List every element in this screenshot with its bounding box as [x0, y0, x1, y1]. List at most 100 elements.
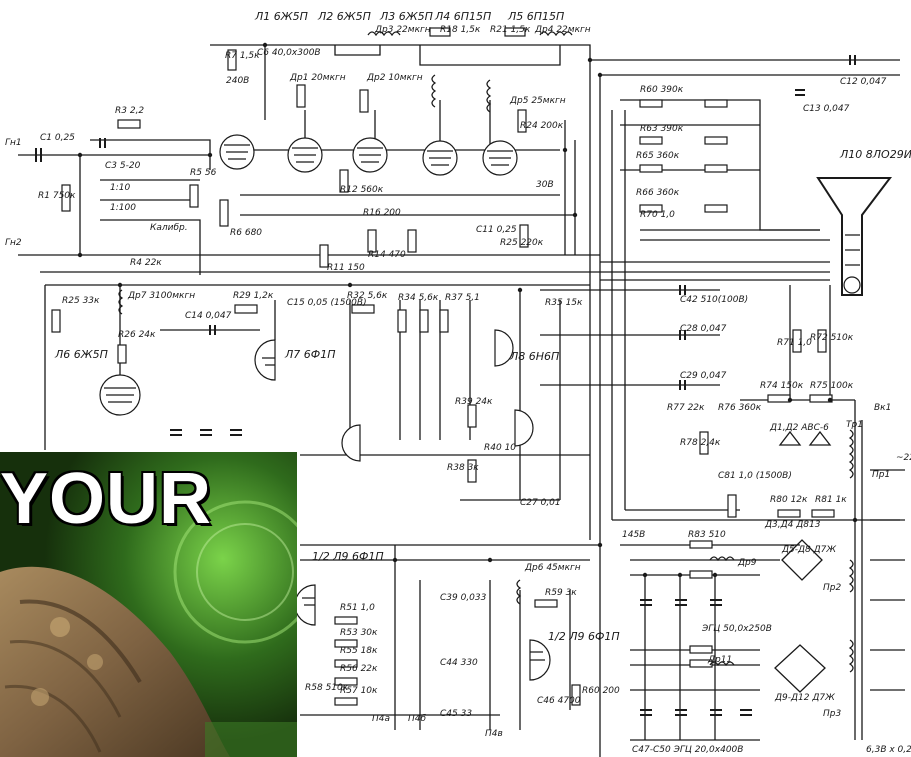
- lizard-picture: [0, 452, 297, 757]
- component-label: R26 24к: [118, 330, 156, 340]
- component-label: R78 2,4к: [680, 438, 721, 448]
- component-label: R1 750к: [38, 191, 76, 201]
- component-label: R59 3к: [545, 588, 577, 598]
- component-label: C39 0,033: [440, 593, 487, 603]
- component-label: Гн1: [5, 138, 22, 148]
- component-label: R53 30к: [340, 628, 378, 638]
- component-label: П4в: [485, 729, 503, 739]
- component-label: C42 510(100В): [680, 295, 748, 305]
- component-label: R81 1к: [815, 495, 847, 505]
- component-label: R18 1,5к: [440, 25, 481, 35]
- component-label: R32 5,6к: [347, 291, 388, 301]
- component-label: C47-C50 ЭГЦ 20,0х400В: [632, 745, 743, 755]
- component-label: R66 360к: [636, 188, 680, 198]
- component-label: Пр2: [823, 583, 841, 593]
- tube-l8-symbol: [341, 329, 534, 462]
- component-label: R38 3к: [447, 463, 479, 473]
- component-label: R74 150к: [760, 381, 804, 391]
- component-label: Др11: [707, 655, 732, 665]
- component-label: R29 1,2к: [233, 291, 274, 301]
- component-label: R56 22к: [340, 664, 378, 674]
- meme-caption: YOUR: [0, 459, 213, 539]
- component-label: C29 0,047: [680, 371, 727, 381]
- component-label: Пр1: [872, 470, 890, 480]
- component-label: Др3 22мкгн: [374, 25, 431, 35]
- tube-l6-symbol: [99, 374, 141, 416]
- component-label: Др2 10мкгн: [366, 73, 423, 83]
- component-label: R4 22к: [130, 258, 162, 268]
- component-label: C1 0,25: [40, 133, 75, 143]
- component-label: R63 390к: [640, 124, 684, 134]
- component-label: R12 560к: [340, 185, 384, 195]
- component-label: 6,3В х 0,28А: [866, 745, 911, 755]
- tube-l1-symbol: [219, 134, 255, 170]
- component-label: ЭГЦ 50,0х250В: [701, 624, 772, 634]
- component-label: R25 220к: [500, 238, 544, 248]
- component-label: R37 5,1: [445, 293, 480, 303]
- wiring: [18, 44, 905, 757]
- component-label: Др7 3100мкгн: [127, 291, 195, 301]
- component-label: R7 1,5к: [225, 51, 260, 61]
- tube-l2-label: Л2 6Ж5П: [317, 10, 371, 23]
- component-label: R55 18к: [340, 646, 378, 656]
- component-label: R3 2,2: [115, 106, 144, 116]
- component-label: R11 150: [327, 263, 365, 273]
- component-label: Др1 20мкгн: [289, 73, 346, 83]
- component-label: R60 390к: [640, 85, 684, 95]
- crt-label: Л10 8ЛО29И: [839, 148, 911, 161]
- component-label: Др9: [737, 558, 757, 568]
- component-label: R72 510к: [810, 333, 854, 343]
- component-label: R65 360к: [636, 151, 680, 161]
- component-label: R35 15к: [545, 298, 583, 308]
- component-label: Вк1: [874, 403, 891, 413]
- tube-l3-symbol: [352, 137, 388, 173]
- tube-l7-label: Л7 6Ф1П: [284, 348, 336, 361]
- tube-l4-label: Л4 6П15П: [434, 10, 491, 23]
- component-label: П4а: [372, 714, 390, 724]
- component-label: Пр3: [823, 709, 841, 719]
- component-label: Д5-Д8 Д7Ж: [781, 545, 836, 555]
- resistors: [51, 27, 835, 706]
- component-label: Гн2: [5, 238, 22, 248]
- component-label: 1:10: [110, 183, 130, 193]
- component-label: R6 680: [230, 228, 262, 238]
- component-label: R14 470: [368, 250, 406, 260]
- tube-l9-label: 1/2 Л9 6Ф1П: [312, 550, 384, 563]
- component-label: Д9-Д12 Д7Ж: [774, 693, 835, 703]
- component-label: R16 200: [363, 208, 401, 218]
- component-label: R70 1,0: [640, 210, 675, 220]
- component-label: Калибр.: [150, 223, 188, 233]
- component-label: R25 33к: [62, 296, 100, 306]
- component-label: R39 24к: [455, 397, 493, 407]
- component-label: C14 0,047: [185, 311, 232, 321]
- crt-symbol: [816, 177, 893, 296]
- capacitors: [35, 55, 856, 716]
- component-label: R75 100к: [810, 381, 854, 391]
- tube-l10-label: 1/2 Л9 6Ф1П: [548, 630, 620, 643]
- tube-l5-label: Л5 6П15П: [507, 10, 564, 23]
- component-label: 145В: [622, 530, 645, 540]
- component-label: C45 33: [440, 709, 472, 719]
- tube-l4-symbol: [422, 140, 458, 176]
- component-label: C27 0,01: [520, 498, 561, 508]
- component-label: R24 200к: [520, 121, 564, 131]
- component-label: Д1,Д2 АВС-6: [769, 423, 829, 433]
- component-label: R83 510: [688, 530, 726, 540]
- tube-l1-label: Л1 6Ж5П: [254, 10, 308, 23]
- component-label: 1:100: [110, 203, 136, 213]
- tube-l7-symbol: [254, 339, 276, 381]
- tube-l2-symbol: [287, 137, 323, 173]
- component-label: R40 10: [484, 443, 516, 453]
- component-label: ~220В: [896, 453, 911, 463]
- component-label: C3 5-20: [105, 161, 141, 171]
- component-label: R60 200: [582, 686, 620, 696]
- component-label: R5 56: [190, 168, 217, 178]
- component-label: R76 360к: [718, 403, 762, 413]
- component-label: R80 12к: [770, 495, 808, 505]
- component-label: C15 0,05 (1500В): [287, 298, 367, 308]
- component-label: R51 1,0: [340, 603, 375, 613]
- tube-l9-symbol: [294, 584, 316, 626]
- component-label: R21 1,5к: [490, 25, 531, 35]
